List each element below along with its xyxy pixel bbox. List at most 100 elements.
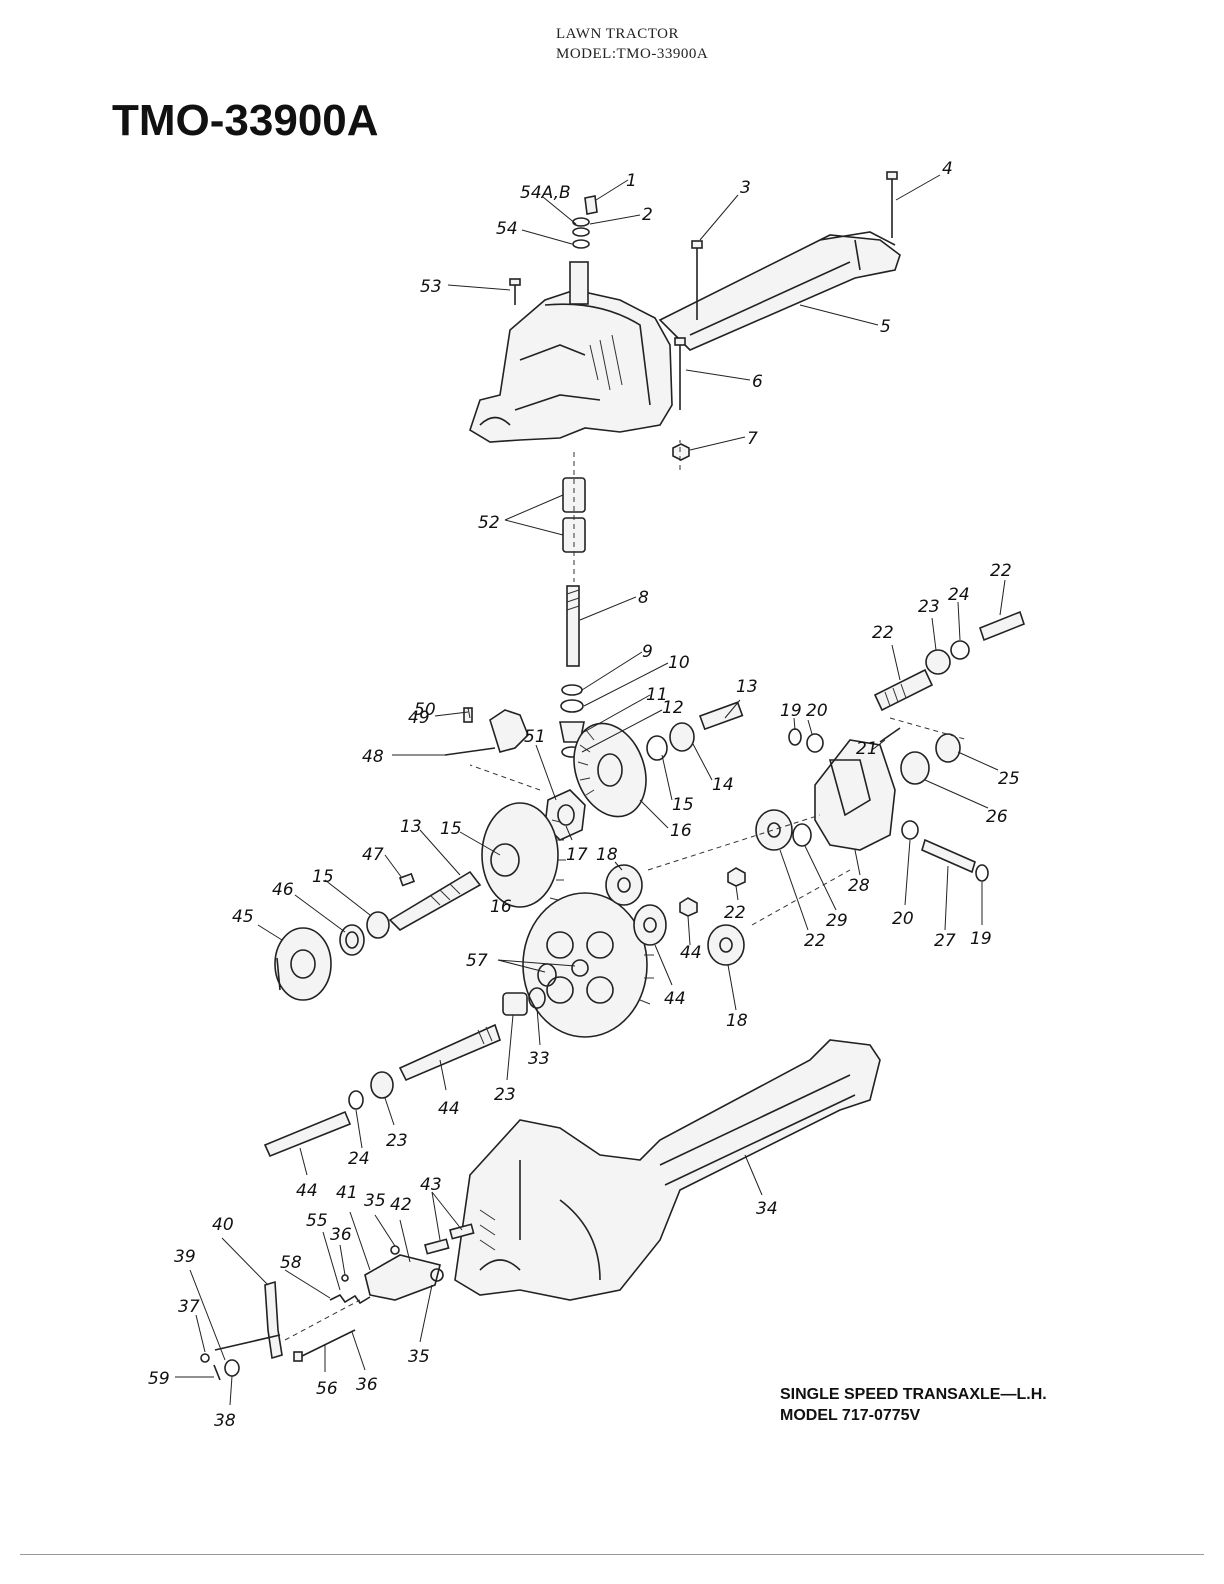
- callout-25: 25: [998, 769, 1020, 789]
- shift-lever-40: [214, 1280, 283, 1360]
- blocks-43: [424, 1223, 475, 1255]
- callout-24-right: 24: [948, 585, 970, 605]
- lower-axle-44: [263, 1023, 501, 1158]
- shaft-13-lower: [388, 870, 482, 931]
- callout-35-lower: 35: [408, 1347, 430, 1367]
- bushing-23-33: [502, 987, 546, 1016]
- callout-52: 52: [478, 513, 500, 533]
- callout-23-right: 23: [918, 597, 940, 617]
- callout-16-lower: 16: [490, 897, 512, 917]
- bevel-gear-22: [755, 809, 793, 851]
- callout-18-lower: 18: [726, 1011, 748, 1031]
- callout-53: 53: [420, 277, 442, 297]
- callout-29: 29: [826, 911, 848, 931]
- right-axle-22: [873, 610, 1025, 712]
- callout-42: 42: [390, 1195, 412, 1215]
- callout-17: 17: [566, 845, 588, 865]
- nut-22: [727, 867, 746, 887]
- callout-55: 55: [306, 1211, 328, 1231]
- callout-13-lower: 13: [400, 817, 422, 837]
- lower-housing-34: [454, 1039, 881, 1301]
- pin-27: [921, 838, 976, 874]
- callout-24-lower: 24: [348, 1149, 370, 1169]
- callout-8: 8: [638, 588, 649, 608]
- top-hardware-stack: [572, 195, 598, 249]
- callout-22-axle: 22: [872, 623, 894, 643]
- spring-58: [329, 1293, 371, 1305]
- upper-housing: [469, 261, 673, 443]
- callout-4: 4: [942, 159, 953, 179]
- key-47: [398, 872, 416, 887]
- callout-18-upper: 18: [596, 845, 618, 865]
- callout-54: 54: [496, 219, 518, 239]
- callout-19-lower: 19: [970, 929, 992, 949]
- callout-22-nut: 22: [724, 903, 746, 923]
- callout-11: 11: [646, 685, 668, 705]
- callout-1: 1: [626, 171, 637, 191]
- callout-59: 59: [148, 1369, 170, 1389]
- callout-44-gear: 44: [664, 989, 686, 1009]
- callout-22-shaft: 22: [990, 561, 1012, 581]
- callout-45: 45: [232, 907, 254, 927]
- callout-33: 33: [528, 1049, 550, 1069]
- callout-6: 6: [752, 372, 763, 392]
- callout-39: 39: [174, 1247, 196, 1267]
- callout-50: 50: [414, 700, 436, 720]
- header-line-1: LAWN TRACTOR: [556, 26, 679, 42]
- callout-20-upper: 20: [806, 701, 828, 721]
- bolt-21: [879, 727, 901, 743]
- callout-2: 2: [642, 205, 653, 225]
- callout-14: 14: [712, 775, 734, 795]
- callout-labels: 1 2 54A,B 54 53 3 4 5 6 7 52 8 9 10 11 1…: [148, 159, 1020, 1431]
- nut-7: [672, 443, 690, 461]
- callout-7: 7: [747, 429, 758, 449]
- callout-23-mid: 23: [494, 1085, 516, 1105]
- caption-line-2: MODEL 717-0775V: [780, 1407, 921, 1424]
- callout-43: 43: [420, 1175, 442, 1195]
- bolt-6: [674, 337, 686, 410]
- callout-12: 12: [662, 698, 684, 718]
- pulley-45: [274, 927, 332, 1001]
- callout-51: 51: [524, 727, 546, 747]
- washer-29: [792, 823, 812, 847]
- callout-13-upper: 13: [736, 677, 758, 697]
- shift-fork: [444, 707, 529, 756]
- shift-plate-41-42: [364, 1245, 444, 1301]
- callout-22-gear: 22: [804, 931, 826, 951]
- callout-19-upper: 19: [780, 701, 802, 721]
- callout-58: 58: [280, 1253, 302, 1273]
- bottom-rule: [20, 1554, 1204, 1555]
- callout-37: 37: [178, 1297, 200, 1317]
- callout-26: 26: [986, 807, 1008, 827]
- bolt-53: [509, 278, 521, 305]
- bolt-3: [691, 240, 703, 320]
- callout-3: 3: [740, 178, 751, 198]
- callout-35-upper: 35: [364, 1191, 386, 1211]
- callout-54ab: 54A,B: [520, 183, 571, 203]
- collars-14-15: [646, 701, 744, 761]
- callout-57: 57: [466, 951, 488, 971]
- nut-44: [679, 897, 698, 917]
- callout-15-lower: 15: [312, 867, 334, 887]
- callout-16-upper: 16: [670, 821, 692, 841]
- callout-34: 34: [756, 1199, 778, 1219]
- input-shaft-8: [566, 585, 580, 667]
- callout-41: 41: [336, 1183, 358, 1203]
- differential-17-51: [544, 789, 586, 841]
- document-header: LAWN TRACTOR MODEL:TMO-33900A: [556, 24, 708, 64]
- callout-28: 28: [848, 876, 870, 896]
- callout-5: 5: [880, 317, 891, 337]
- diff-case-28: [814, 739, 896, 851]
- callout-27: 27: [934, 931, 956, 951]
- callout-38: 38: [214, 1411, 236, 1431]
- callout-36-lower: 36: [356, 1375, 378, 1395]
- callout-44-axle: 44: [438, 1099, 460, 1119]
- collar-15-lower: [366, 911, 390, 939]
- big-gear-44: [522, 892, 654, 1038]
- axle-tube-upper: [658, 231, 901, 351]
- leader-lines: [175, 174, 1006, 1406]
- callout-56: 56: [316, 1379, 338, 1399]
- callout-36-upper: 36: [330, 1225, 352, 1245]
- callout-40: 40: [212, 1215, 234, 1235]
- callout-48: 48: [362, 747, 384, 767]
